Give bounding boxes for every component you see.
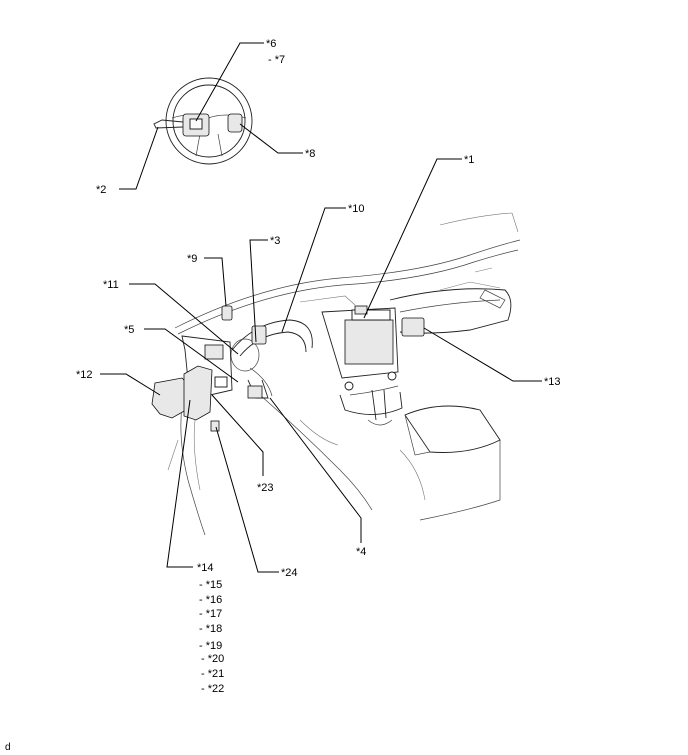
callout-1: *1 [464, 154, 474, 166]
callout-5: *5 [124, 324, 134, 336]
callout-16: - *16 [199, 594, 222, 606]
part-13 [401, 317, 425, 337]
part-12 [151, 377, 189, 419]
callout-19: - *19 [199, 640, 222, 652]
callout-4: *4 [356, 546, 366, 558]
callout-13: *13 [544, 376, 561, 388]
callout-21: - *21 [201, 668, 224, 680]
callout-12: *12 [76, 369, 93, 381]
part-14 [183, 365, 213, 421]
callout-2: *2 [96, 184, 106, 196]
callout-10: *10 [348, 203, 365, 215]
callout-14: *14 [197, 562, 214, 574]
callout-22: - *22 [201, 683, 224, 695]
dashboard [151, 212, 521, 536]
part-3 [251, 325, 267, 345]
callout-9: *9 [187, 253, 197, 265]
callout-15: - *15 [199, 579, 222, 591]
part-24 [210, 420, 220, 432]
callout-8: *8 [305, 148, 315, 160]
callout-labels: *6 - *7 *2 *8 *1 *10 *3 *9 *11 *5 *12 *1… [76, 38, 561, 695]
callout-23: *23 [257, 482, 274, 494]
leader-lines [100, 42, 542, 573]
figure-id: d [5, 742, 11, 753]
part-9 [221, 305, 233, 321]
callout-11: *11 [103, 279, 119, 291]
callout-18: - *18 [199, 623, 222, 635]
callout-3: *3 [270, 235, 280, 247]
callout-7: - *7 [268, 54, 285, 66]
steering-wheel [153, 77, 253, 165]
callout-24: *24 [281, 567, 298, 579]
callout-6: *6 [266, 38, 276, 50]
callout-20: - *20 [201, 653, 224, 665]
callout-17: - *17 [199, 608, 222, 620]
